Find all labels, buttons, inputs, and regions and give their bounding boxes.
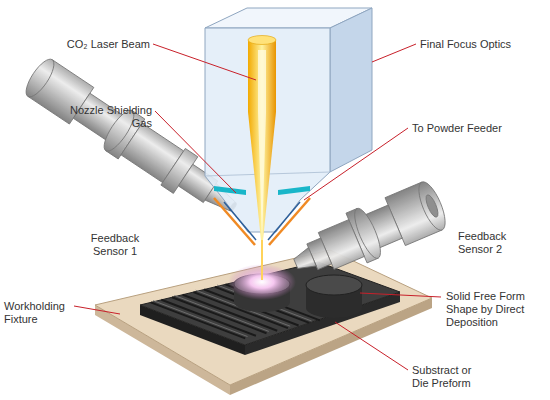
leader-line <box>360 293 441 297</box>
callout-label: Solid Free Form Shape by Direct Depositi… <box>446 290 546 329</box>
sensor-cap <box>414 179 451 234</box>
leader-line <box>335 322 408 370</box>
callout-label: Workholding Fixture <box>4 300 76 326</box>
callout-label: Nozzle Shielding Gas <box>60 104 152 130</box>
callout-label: CO₂ Laser Beam <box>50 38 150 51</box>
callout-label: Feedback Sensor 2 <box>458 230 528 256</box>
nozzle-wall <box>224 202 256 240</box>
ridge <box>153 301 248 337</box>
leader-line <box>304 128 408 200</box>
leader-line <box>74 306 120 314</box>
nozzle-wall <box>268 202 300 240</box>
laser-beam <box>248 40 276 250</box>
shield-gas-channel <box>278 186 310 195</box>
laser-spot-beam <box>261 240 263 280</box>
optics-side <box>330 8 372 172</box>
feedback-sensor <box>285 178 451 289</box>
fixture-top <box>95 250 432 385</box>
laser-beam-top <box>248 36 276 45</box>
sensor-cap-inner <box>424 193 441 218</box>
leader-lines <box>74 44 441 370</box>
freeform-top <box>306 275 362 295</box>
powder-stream <box>269 198 310 245</box>
callout-label: Feedback Sensor 1 <box>80 232 150 258</box>
sensor-tip <box>292 248 316 273</box>
callout-label: To Powder Feeder <box>412 122 522 135</box>
sensor-cap <box>21 55 59 100</box>
laser-core <box>258 50 266 240</box>
leader-line <box>153 44 256 80</box>
callout-label: Substract or Die Preform <box>412 364 486 390</box>
leader-line <box>372 44 416 62</box>
substrate-top <box>140 262 400 345</box>
callout-label: Final Focus Optics <box>420 38 530 51</box>
leader-line <box>155 111 236 193</box>
powder-stream <box>214 198 255 245</box>
